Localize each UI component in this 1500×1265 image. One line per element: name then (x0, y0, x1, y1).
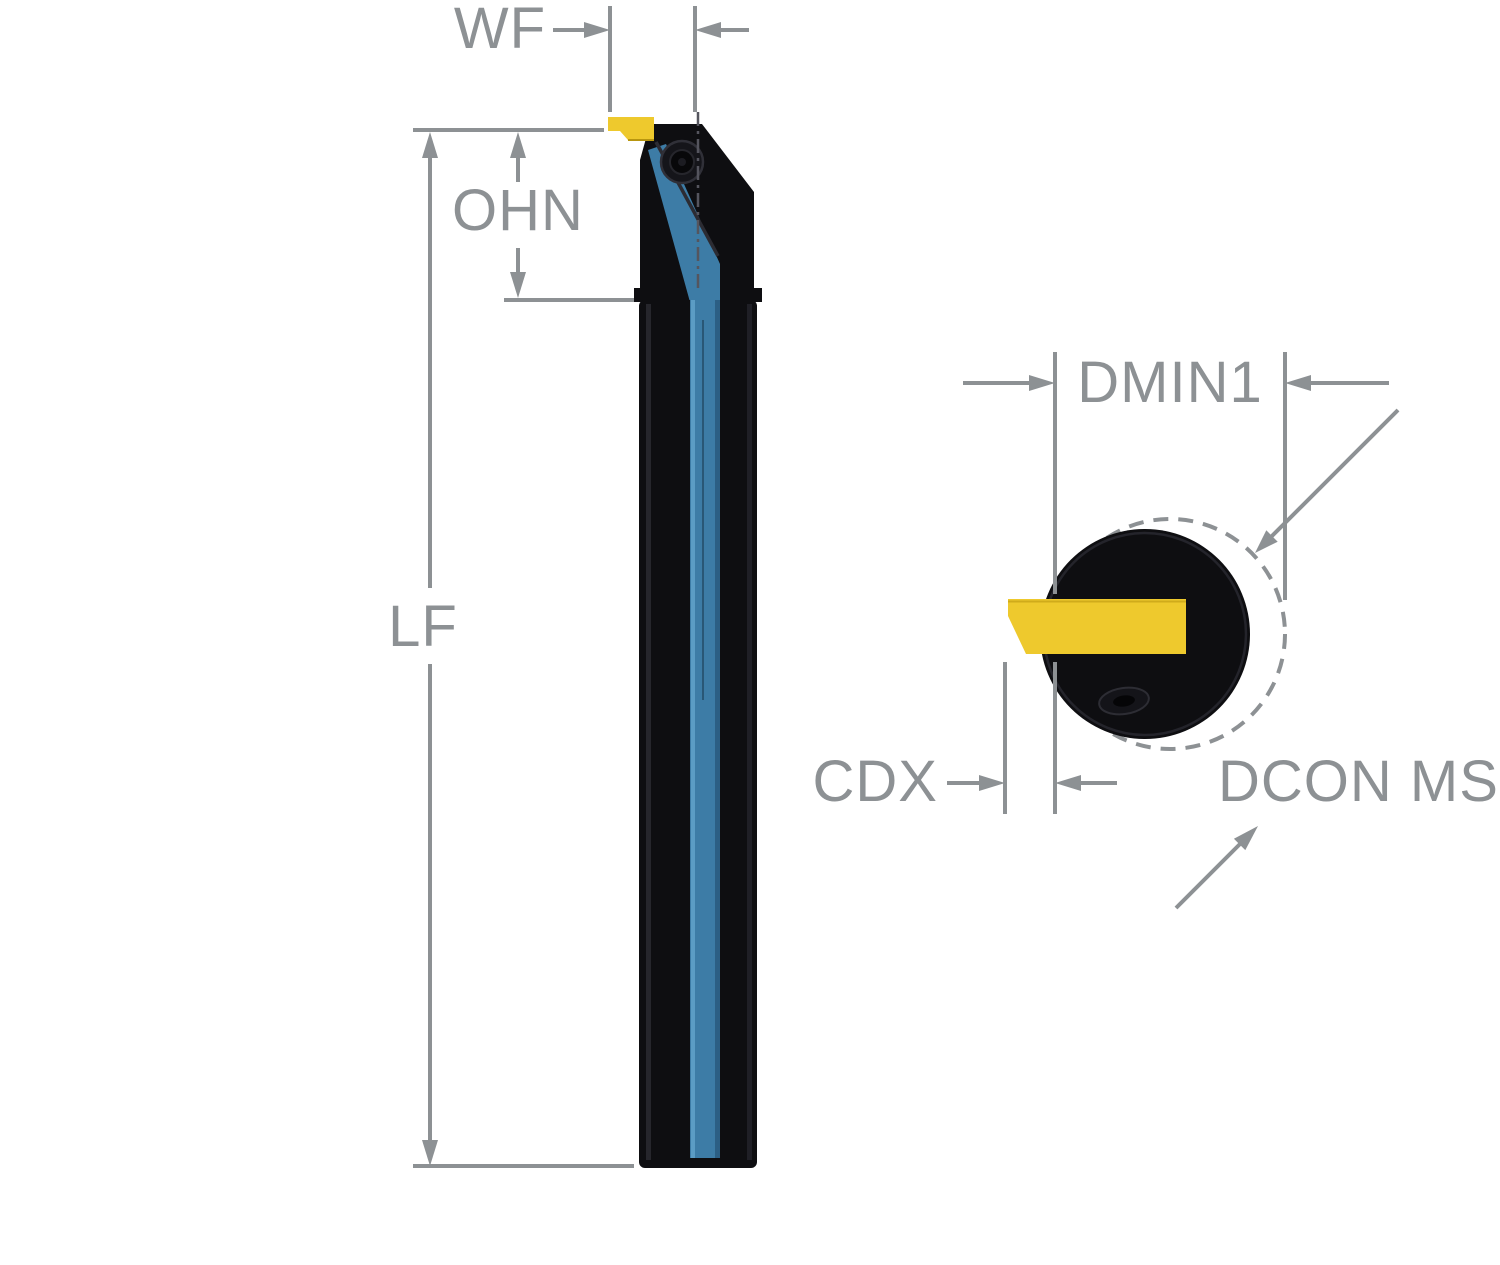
ohn-arrowhead-bottom (510, 272, 526, 298)
dimension-wf: WF (454, 0, 749, 112)
wf-arrowhead-right (695, 22, 721, 38)
shank-highlight-right (747, 304, 752, 1160)
head-coolant-band (648, 144, 720, 302)
side-view-tool (608, 112, 762, 1168)
clamp-screw-center (678, 158, 686, 166)
lf-arrowhead-bottom (422, 1140, 438, 1166)
dcon-dimension-line-lower (1174, 840, 1244, 910)
insert-side-view (608, 117, 654, 140)
dmin1-arrowhead-right (1285, 375, 1311, 391)
wf-label: WF (454, 0, 546, 61)
end-view-screw-socket (1113, 695, 1135, 707)
dmin1-label: DMIN1 (1077, 350, 1262, 415)
dimension-ohn: OHN (413, 128, 634, 302)
lf-arrowhead-top (422, 132, 438, 158)
insert-end-view (1008, 599, 1186, 654)
coolant-stripe-shade (715, 300, 720, 1158)
ohn-label: OHN (452, 178, 584, 243)
dimension-lf: LF (388, 132, 634, 1168)
shank-highlight-left (646, 304, 651, 1160)
dcon-ms-label: DCON MS (1218, 749, 1499, 814)
cdx-arrowhead-left (979, 775, 1005, 791)
cdx-label: CDX (813, 749, 938, 814)
end-view-tool (1008, 517, 1287, 751)
dimension-cdx: CDX (813, 662, 1117, 814)
coolant-stripe-highlight (691, 300, 695, 1158)
dcon-arrowhead-upper (1255, 530, 1278, 553)
ohn-arrowhead-top (510, 132, 526, 158)
end-view-screw (1098, 686, 1150, 716)
dcon-arrowhead-lower (1233, 826, 1258, 851)
dcon-dimension-line-upper (1268, 408, 1400, 540)
dmin1-arrowhead-left (1029, 375, 1055, 391)
clamp-screw (659, 139, 705, 185)
dimension-dmin1: DMIN1 (963, 350, 1389, 600)
dimension-dcon-ms: DCON MS (1174, 408, 1499, 910)
lf-label: LF (388, 594, 458, 659)
cdx-arrowhead-right (1055, 775, 1081, 791)
wf-arrowhead-left (584, 22, 610, 38)
